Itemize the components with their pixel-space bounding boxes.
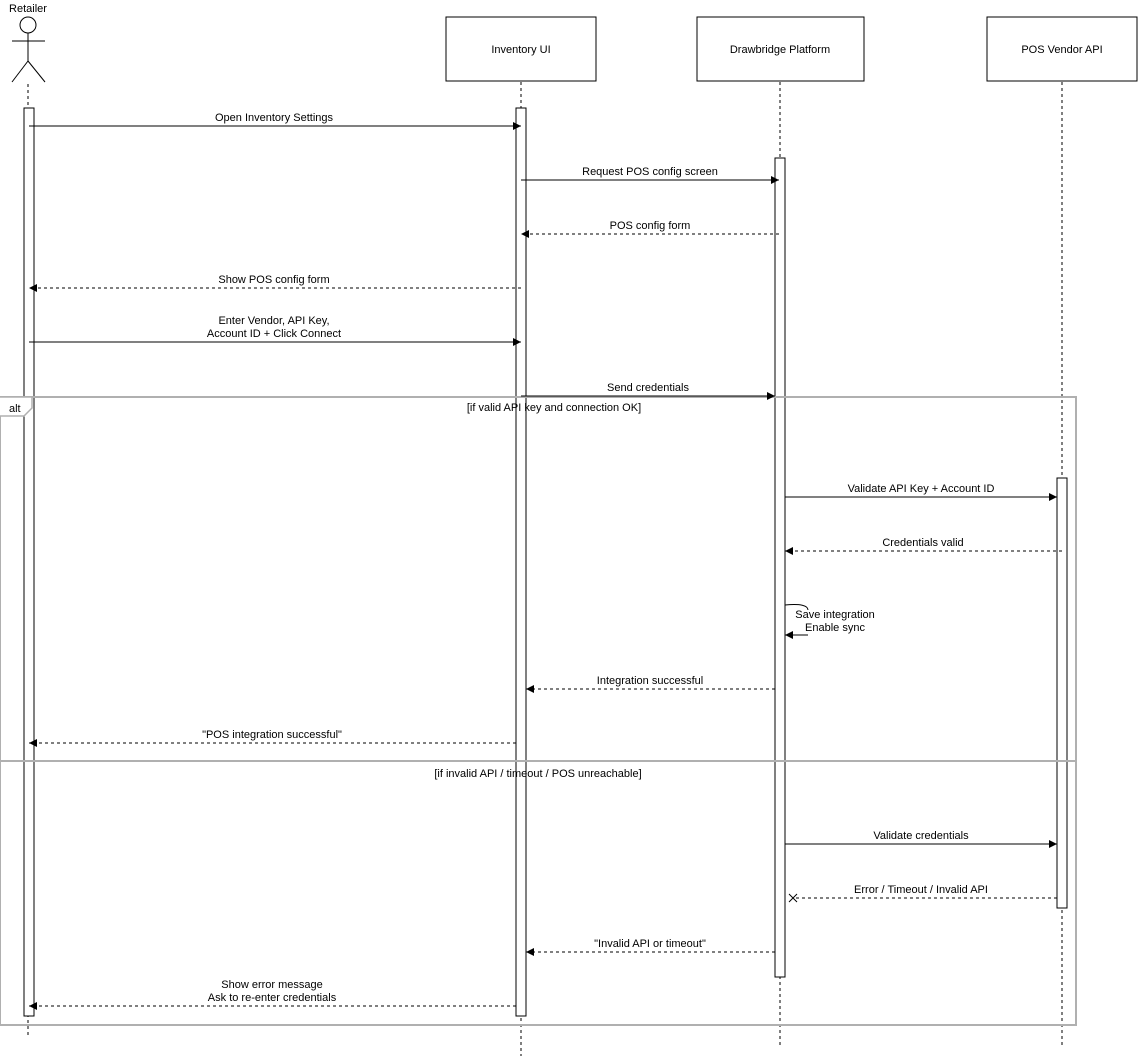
fragment-tag: alt [9, 403, 21, 415]
messages [29, 122, 1062, 1010]
lifelines [27, 82, 1063, 1056]
participant-pos-vendor-api: POS Vendor API [986, 16, 1138, 82]
message-label: Show error message [221, 979, 323, 991]
message-labels: Open Inventory Settings Request POS conf… [202, 112, 994, 1004]
participant-name: Inventory UI [491, 44, 550, 56]
message-label: "POS integration successful" [202, 729, 342, 741]
message-save-integration-self [784, 604, 809, 639]
message-label: Request POS config screen [582, 166, 718, 178]
message-label: Enable sync [805, 622, 865, 634]
participant-inventory-ui: Inventory UI [445, 16, 597, 82]
message-label: Account ID + Click Connect [207, 328, 341, 340]
stick-figure-icon [11, 16, 46, 83]
message-error-timeout [788, 893, 1057, 903]
message-label: "Invalid API or timeout" [594, 938, 706, 950]
actor-retailer: Retailer [9, 3, 47, 83]
message-label: Validate credentials [873, 830, 969, 842]
activation-platform [774, 157, 786, 978]
activation-retailer [23, 107, 35, 1017]
alt-fragment: alt [if valid API key and connection OK]… [0, 396, 1077, 1026]
message-label: Open Inventory Settings [215, 112, 334, 124]
guard-valid: [if valid API key and connection OK] [467, 402, 641, 414]
participant-name: POS Vendor API [1021, 44, 1102, 56]
participant-name: Drawbridge Platform [730, 44, 830, 56]
message-label: Enter Vendor, API Key, [218, 315, 329, 327]
activation-bars [23, 107, 1068, 1017]
actor-name: Retailer [9, 3, 47, 15]
guard-invalid: [if invalid API / timeout / POS unreacha… [434, 768, 641, 780]
message-label: POS config form [610, 220, 691, 232]
message-label: Send credentials [607, 382, 689, 394]
message-label: Credentials valid [882, 537, 963, 549]
message-label: Error / Timeout / Invalid API [854, 884, 988, 896]
activation-pos-vendor [1056, 477, 1068, 909]
message-label: Integration successful [597, 675, 703, 687]
participant-drawbridge-platform: Drawbridge Platform [696, 16, 865, 82]
message-label: Validate API Key + Account ID [848, 483, 995, 495]
activation-inventory-ui [515, 107, 527, 1017]
message-label: Save integration [795, 609, 875, 621]
lost-message-cross-icon [788, 893, 798, 903]
message-label: Show POS config form [218, 274, 329, 286]
message-label: Ask to re-enter credentials [208, 992, 337, 1004]
